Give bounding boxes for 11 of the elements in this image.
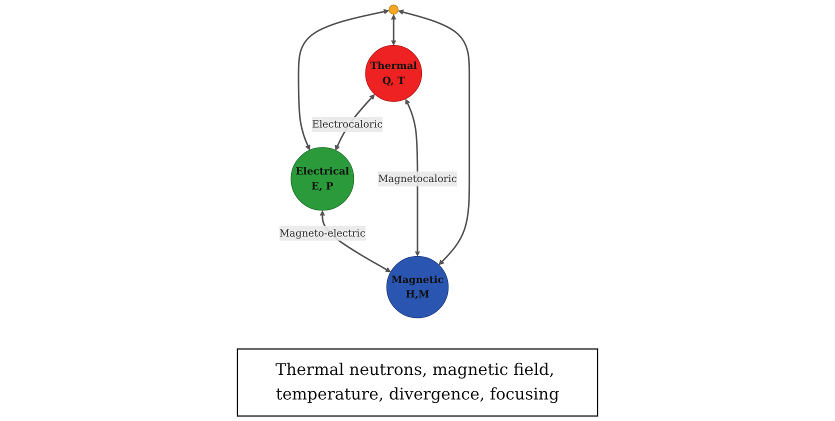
node-circle <box>388 4 399 15</box>
edge-label: Magnetocaloric <box>378 172 457 184</box>
node-circle: Thermal Q, T <box>365 45 422 102</box>
edge-label: Electrocaloric <box>312 118 383 130</box>
arrow <box>405 98 420 257</box>
node-box: Thermal neutrons, magnetic field, temperature, divergence, focusing <box>236 348 598 417</box>
arrow <box>390 14 396 46</box>
edge-label: Magneto-electric <box>279 227 366 239</box>
node-circle: Electrical E, P <box>290 147 354 211</box>
node-circle: Magnetic H,M <box>386 256 449 318</box>
arrow <box>398 10 470 266</box>
